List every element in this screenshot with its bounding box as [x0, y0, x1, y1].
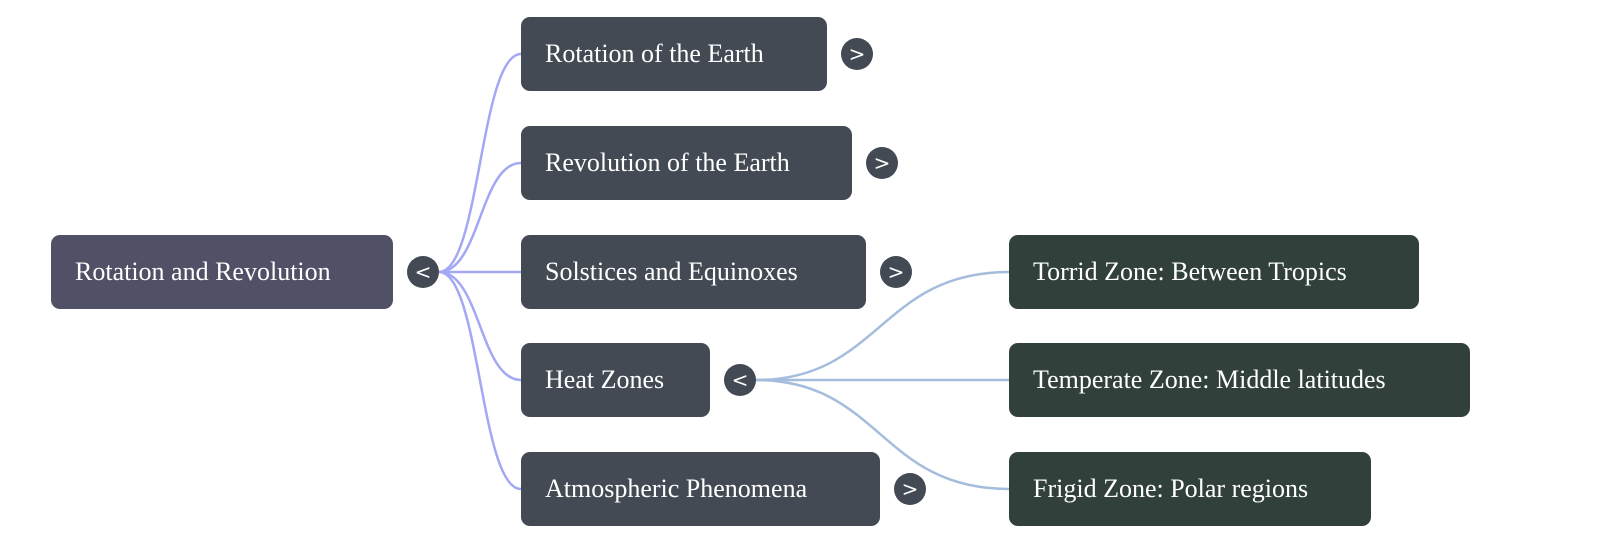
node-revolution-of-the-earth[interactable]: Revolution of the Earth: [521, 126, 852, 200]
expand-toggle-rotation[interactable]: >: [841, 38, 873, 70]
node-frigid-zone[interactable]: Frigid Zone: Polar regions: [1009, 452, 1371, 526]
node-heat-zones[interactable]: Heat Zones: [521, 343, 710, 417]
node-torrid-zone[interactable]: Torrid Zone: Between Tropics: [1009, 235, 1419, 309]
collapse-toggle-root[interactable]: <: [407, 256, 439, 288]
edge-torrid: [755, 270, 1010, 382]
edge-revolution: [438, 161, 522, 274]
edge-heat-zones: [438, 270, 522, 382]
expand-toggle-revolution[interactable]: >: [866, 147, 898, 179]
expand-toggle-solstices[interactable]: >: [880, 256, 912, 288]
expand-toggle-atmospheric[interactable]: >: [894, 473, 926, 505]
edge-atmospheric: [438, 270, 522, 491]
collapse-toggle-heat-zones[interactable]: <: [724, 364, 756, 396]
edge-rotation: [438, 52, 522, 274]
node-solstices-and-equinoxes[interactable]: Solstices and Equinoxes: [521, 235, 866, 309]
node-atmospheric-phenomena[interactable]: Atmospheric Phenomena: [521, 452, 880, 526]
node-rotation-of-the-earth[interactable]: Rotation of the Earth: [521, 17, 827, 91]
root-node[interactable]: Rotation and Revolution: [51, 235, 393, 309]
edge-frigid: [755, 378, 1010, 491]
node-temperate-zone[interactable]: Temperate Zone: Middle latitudes: [1009, 343, 1470, 417]
